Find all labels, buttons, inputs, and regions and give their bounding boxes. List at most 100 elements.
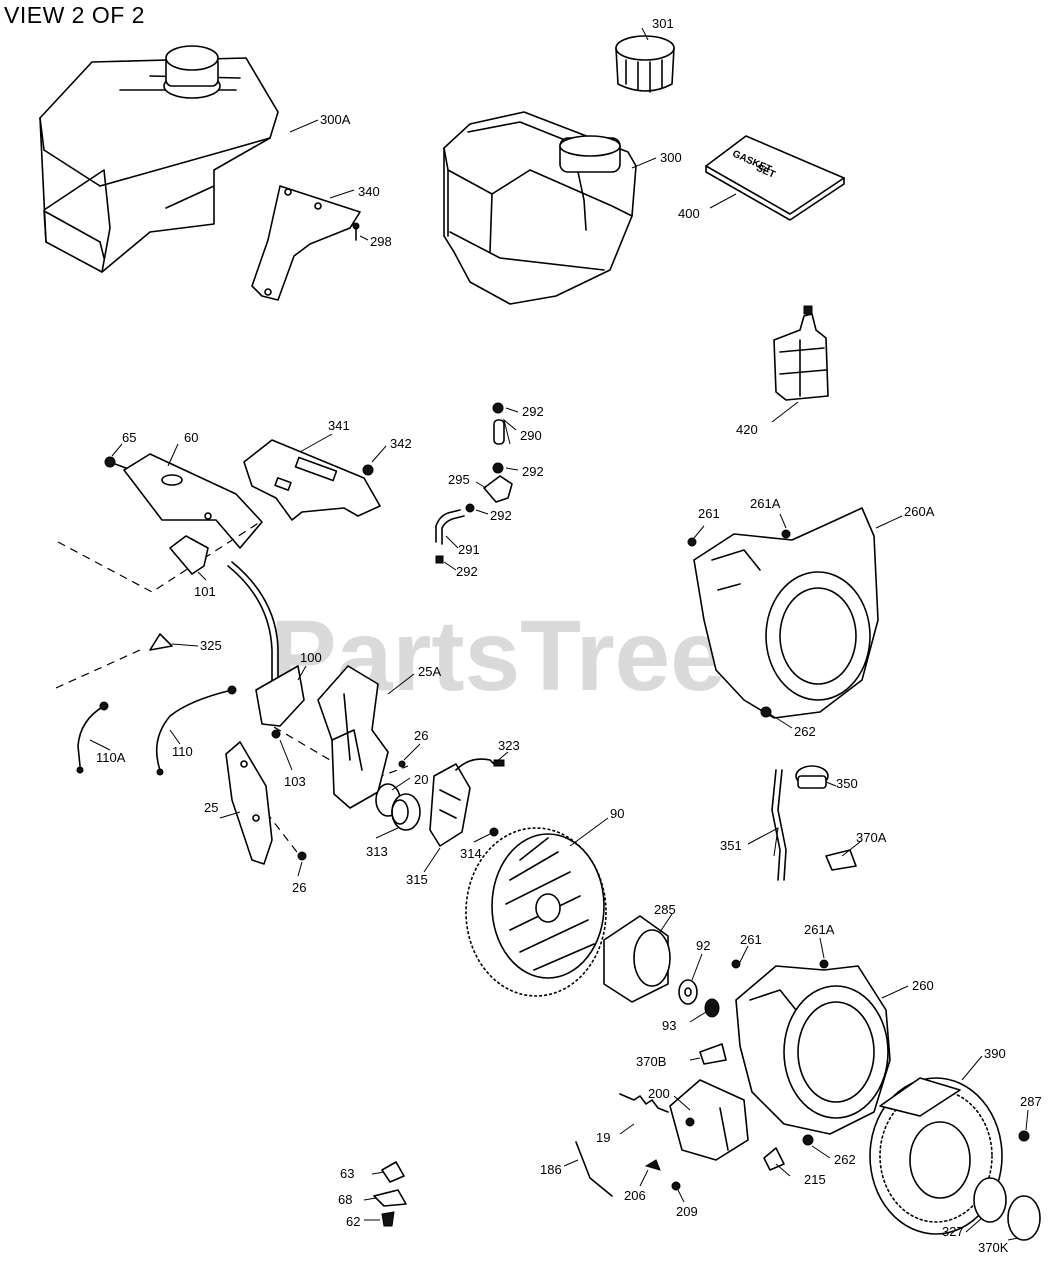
callout-19: 19 [596,1130,610,1145]
clip-215[interactable] [763,1147,785,1171]
fuel-fittings-290-295[interactable] [435,402,513,564]
rewind-starter-390[interactable] [869,1077,1003,1235]
callout-351: 351 [720,838,742,853]
gasket-327[interactable] [973,1177,1007,1223]
callout-298: 298 [370,234,392,249]
callout-68: 68 [338,1192,352,1207]
screw-209[interactable] [671,1181,681,1191]
callout-110A: 110A [96,750,126,765]
callout-301: 301 [652,16,674,31]
screw-26-upper[interactable] [398,760,406,768]
link-186[interactable] [575,1141,613,1197]
callout-261-lower: 261 [740,932,762,947]
screw-261A-upper[interactable] [781,529,791,539]
callout-370A: 370A [856,830,887,845]
bracket-340[interactable] [251,185,361,301]
ignition-module-315[interactable] [429,758,505,847]
fuel-tank-300[interactable] [443,111,637,305]
callout-100: 100 [300,650,322,665]
callout-65: 65 [122,430,136,445]
callout-63: 63 [340,1166,354,1181]
spacer-313[interactable] [391,793,421,831]
fuel-tank-300A[interactable] [39,45,279,273]
dashed-guide-1 [57,521,261,593]
screw-261-lower[interactable] [731,959,741,969]
breather-tube-351[interactable] [771,769,787,881]
callout-370B: 370B [636,1054,666,1069]
screw-65[interactable] [104,456,127,469]
gasket-370K[interactable] [1007,1195,1041,1241]
elbow-101[interactable] [169,535,209,575]
callout-25A: 25A [418,664,441,679]
spring-19[interactable] [619,1093,669,1113]
part-63[interactable] [381,1161,405,1183]
screw-26-lower[interactable] [297,851,307,861]
callout-342: 342 [390,436,412,451]
nut-93[interactable] [704,998,720,1018]
washer-92[interactable] [678,979,698,1005]
pad-370B[interactable] [699,1043,727,1065]
callout-62: 62 [346,1214,360,1229]
callout-93: 93 [662,1018,676,1033]
callout-261-upper: 261 [698,506,720,521]
callout-200: 200 [648,1086,670,1101]
callout-287: 287 [1020,1094,1042,1109]
blower-housing-260[interactable] [735,965,891,1135]
screw-342[interactable] [362,464,374,476]
callout-262-lower: 262 [834,1152,856,1167]
screw-103[interactable] [271,729,281,739]
callout-295: 295 [448,472,470,487]
screw-298[interactable] [352,222,360,241]
callout-341: 341 [328,418,350,433]
callout-26-lower: 26 [292,880,306,895]
plate-25[interactable] [225,741,273,865]
screw-262-upper[interactable] [760,706,772,718]
part-62[interactable] [381,1211,395,1227]
gasket-set-400[interactable]: GASKET SET [705,135,845,221]
callout-300: 300 [660,150,682,165]
callout-292-c: 292 [490,508,512,523]
fuel-cap-301[interactable] [615,35,675,93]
clip-206[interactable] [644,1159,661,1171]
ignition-lead-100[interactable] [227,561,305,727]
callout-186: 186 [540,1162,562,1177]
oil-bottle-420[interactable] [773,305,829,401]
shroud-25A[interactable] [317,665,389,809]
cap-350[interactable] [795,765,829,789]
callout-261A-lower: 261A [804,922,835,937]
callout-291: 291 [458,542,480,557]
screw-261-upper[interactable] [687,537,697,547]
callout-110: 110 [172,744,193,759]
screw-314[interactable] [489,827,499,837]
callout-260: 260 [912,978,934,993]
screw-287[interactable] [1018,1130,1030,1142]
screw-262-lower[interactable] [802,1134,814,1146]
screw-261A-lower[interactable] [819,959,829,969]
bracket-341[interactable] [243,439,381,521]
part-68[interactable] [373,1189,407,1207]
screen-285[interactable] [603,915,671,1003]
callout-262-upper: 262 [794,724,816,739]
callout-209: 209 [676,1204,698,1219]
callout-290: 290 [520,428,542,443]
callout-315: 315 [406,872,428,887]
flywheel-90[interactable] [465,827,607,997]
pad-370A[interactable] [825,849,857,871]
wire-110A[interactable] [76,701,109,774]
callout-323: 323 [498,738,520,753]
callout-420: 420 [736,422,758,437]
blower-housing-260A[interactable] [693,507,879,719]
callout-101: 101 [194,584,216,599]
callout-327: 327 [942,1224,964,1239]
bracket-60[interactable] [123,453,263,549]
callout-60: 60 [184,430,198,445]
callout-340: 340 [358,184,380,199]
control-plate-200[interactable] [669,1079,749,1161]
cap-325[interactable] [149,633,173,651]
wire-110[interactable] [155,685,237,776]
callout-26-upper: 26 [414,728,428,743]
callout-261A-upper: 261A [750,496,781,511]
callout-370K: 370K [978,1240,1009,1255]
callout-215: 215 [804,1172,826,1187]
